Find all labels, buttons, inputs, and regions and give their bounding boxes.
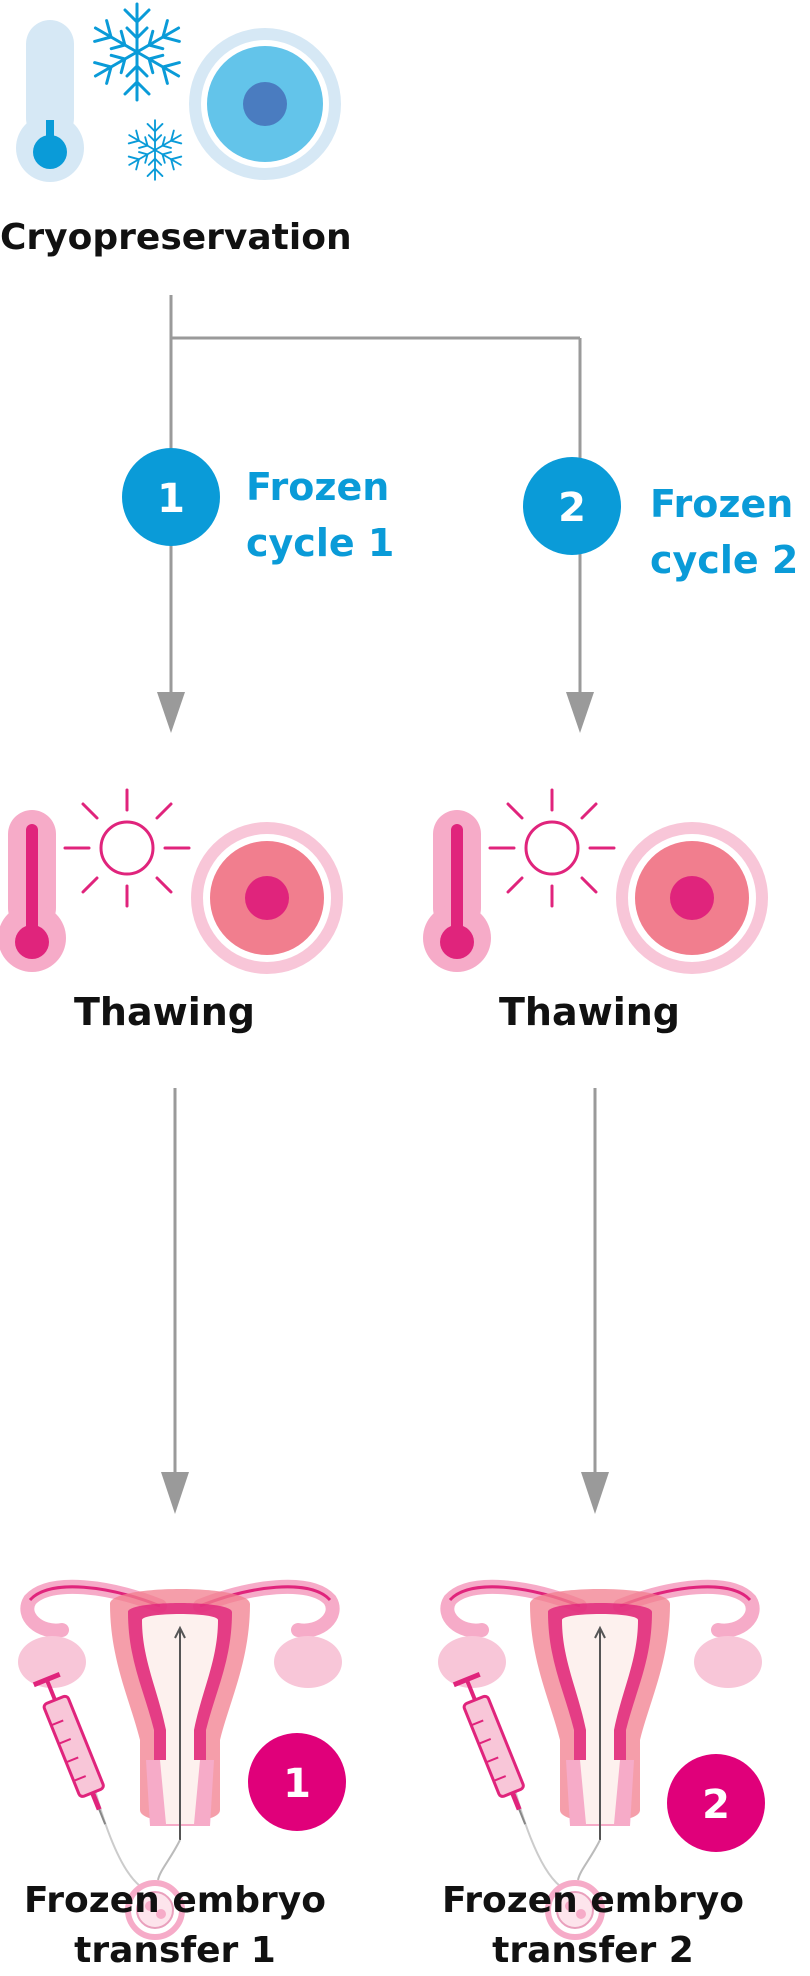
cycle-1-label-line1: Frozen — [246, 465, 390, 509]
arrow-to-thaw-1 — [157, 692, 185, 733]
thawing-2-title: Thawing — [499, 990, 681, 1034]
thaw-icon-group-2 — [423, 788, 768, 974]
cycle-badge-1: 1 — [122, 448, 220, 546]
thawed-cell-icon — [616, 822, 768, 974]
flow-arrowheads — [157, 692, 609, 1514]
cycle-1-label: Frozen cycle 1 — [246, 459, 394, 571]
frozen-cell-icon — [189, 28, 341, 180]
cryopreservation-title: Cryopreservation — [0, 217, 352, 258]
transfer-2-title-line1: Frozen embryo — [442, 1880, 744, 1921]
cycle-badge-2: 2 — [523, 457, 621, 555]
cycle-2-label-line1: Frozen — [650, 482, 794, 526]
transfer-2-title-line2: transfer 2 — [492, 1930, 694, 1971]
syringe-icon — [454, 1674, 538, 1829]
thermometer-warm-icon — [0, 810, 66, 972]
transfer-illustration-2 — [438, 1587, 762, 1940]
cycle-badge-1-number: 1 — [157, 476, 185, 522]
thawing-1-title: Thawing — [74, 990, 256, 1034]
syringe-icon — [34, 1674, 118, 1829]
thermometer-cold-icon — [16, 20, 84, 182]
embryo-icon — [545, 1880, 605, 1940]
arrow-to-transfer-2 — [581, 1472, 609, 1514]
sun-icon — [488, 788, 616, 908]
cycle-1-label-line2: cycle 1 — [246, 521, 395, 565]
thawed-cell-icon — [191, 822, 343, 974]
transfer-illustration-1 — [18, 1587, 342, 1940]
transfer-badge-1: 1 — [248, 1733, 346, 1831]
thermometer-warm-icon — [423, 810, 491, 972]
cycle-badge-2-number: 2 — [558, 485, 586, 531]
transfer-badge-1-number: 1 — [283, 1761, 311, 1807]
cycle-2-label: Frozen cycle 2 — [650, 476, 798, 588]
transfer-1-title: Frozen embryo transfer 1 — [0, 1876, 350, 1976]
arrow-to-thaw-2 — [566, 692, 594, 733]
arrow-to-transfer-1 — [161, 1472, 189, 1514]
transfer-1-title-line1: Frozen embryo — [24, 1880, 326, 1921]
cycle-2-label-line2: cycle 2 — [650, 538, 799, 582]
transfer-1-title-line2: transfer 1 — [74, 1930, 276, 1971]
transfer-badge-2: 2 — [667, 1754, 765, 1852]
cryo-icon-group — [16, 2, 341, 182]
transfer-2-title: Frozen embryo transfer 2 — [418, 1876, 768, 1976]
sun-icon — [63, 788, 191, 908]
embryo-icon — [125, 1880, 185, 1940]
transfer-badge-2-number: 2 — [702, 1782, 730, 1828]
thaw-icon-group-1 — [0, 788, 343, 974]
snowflake-icon — [87, 2, 187, 181]
